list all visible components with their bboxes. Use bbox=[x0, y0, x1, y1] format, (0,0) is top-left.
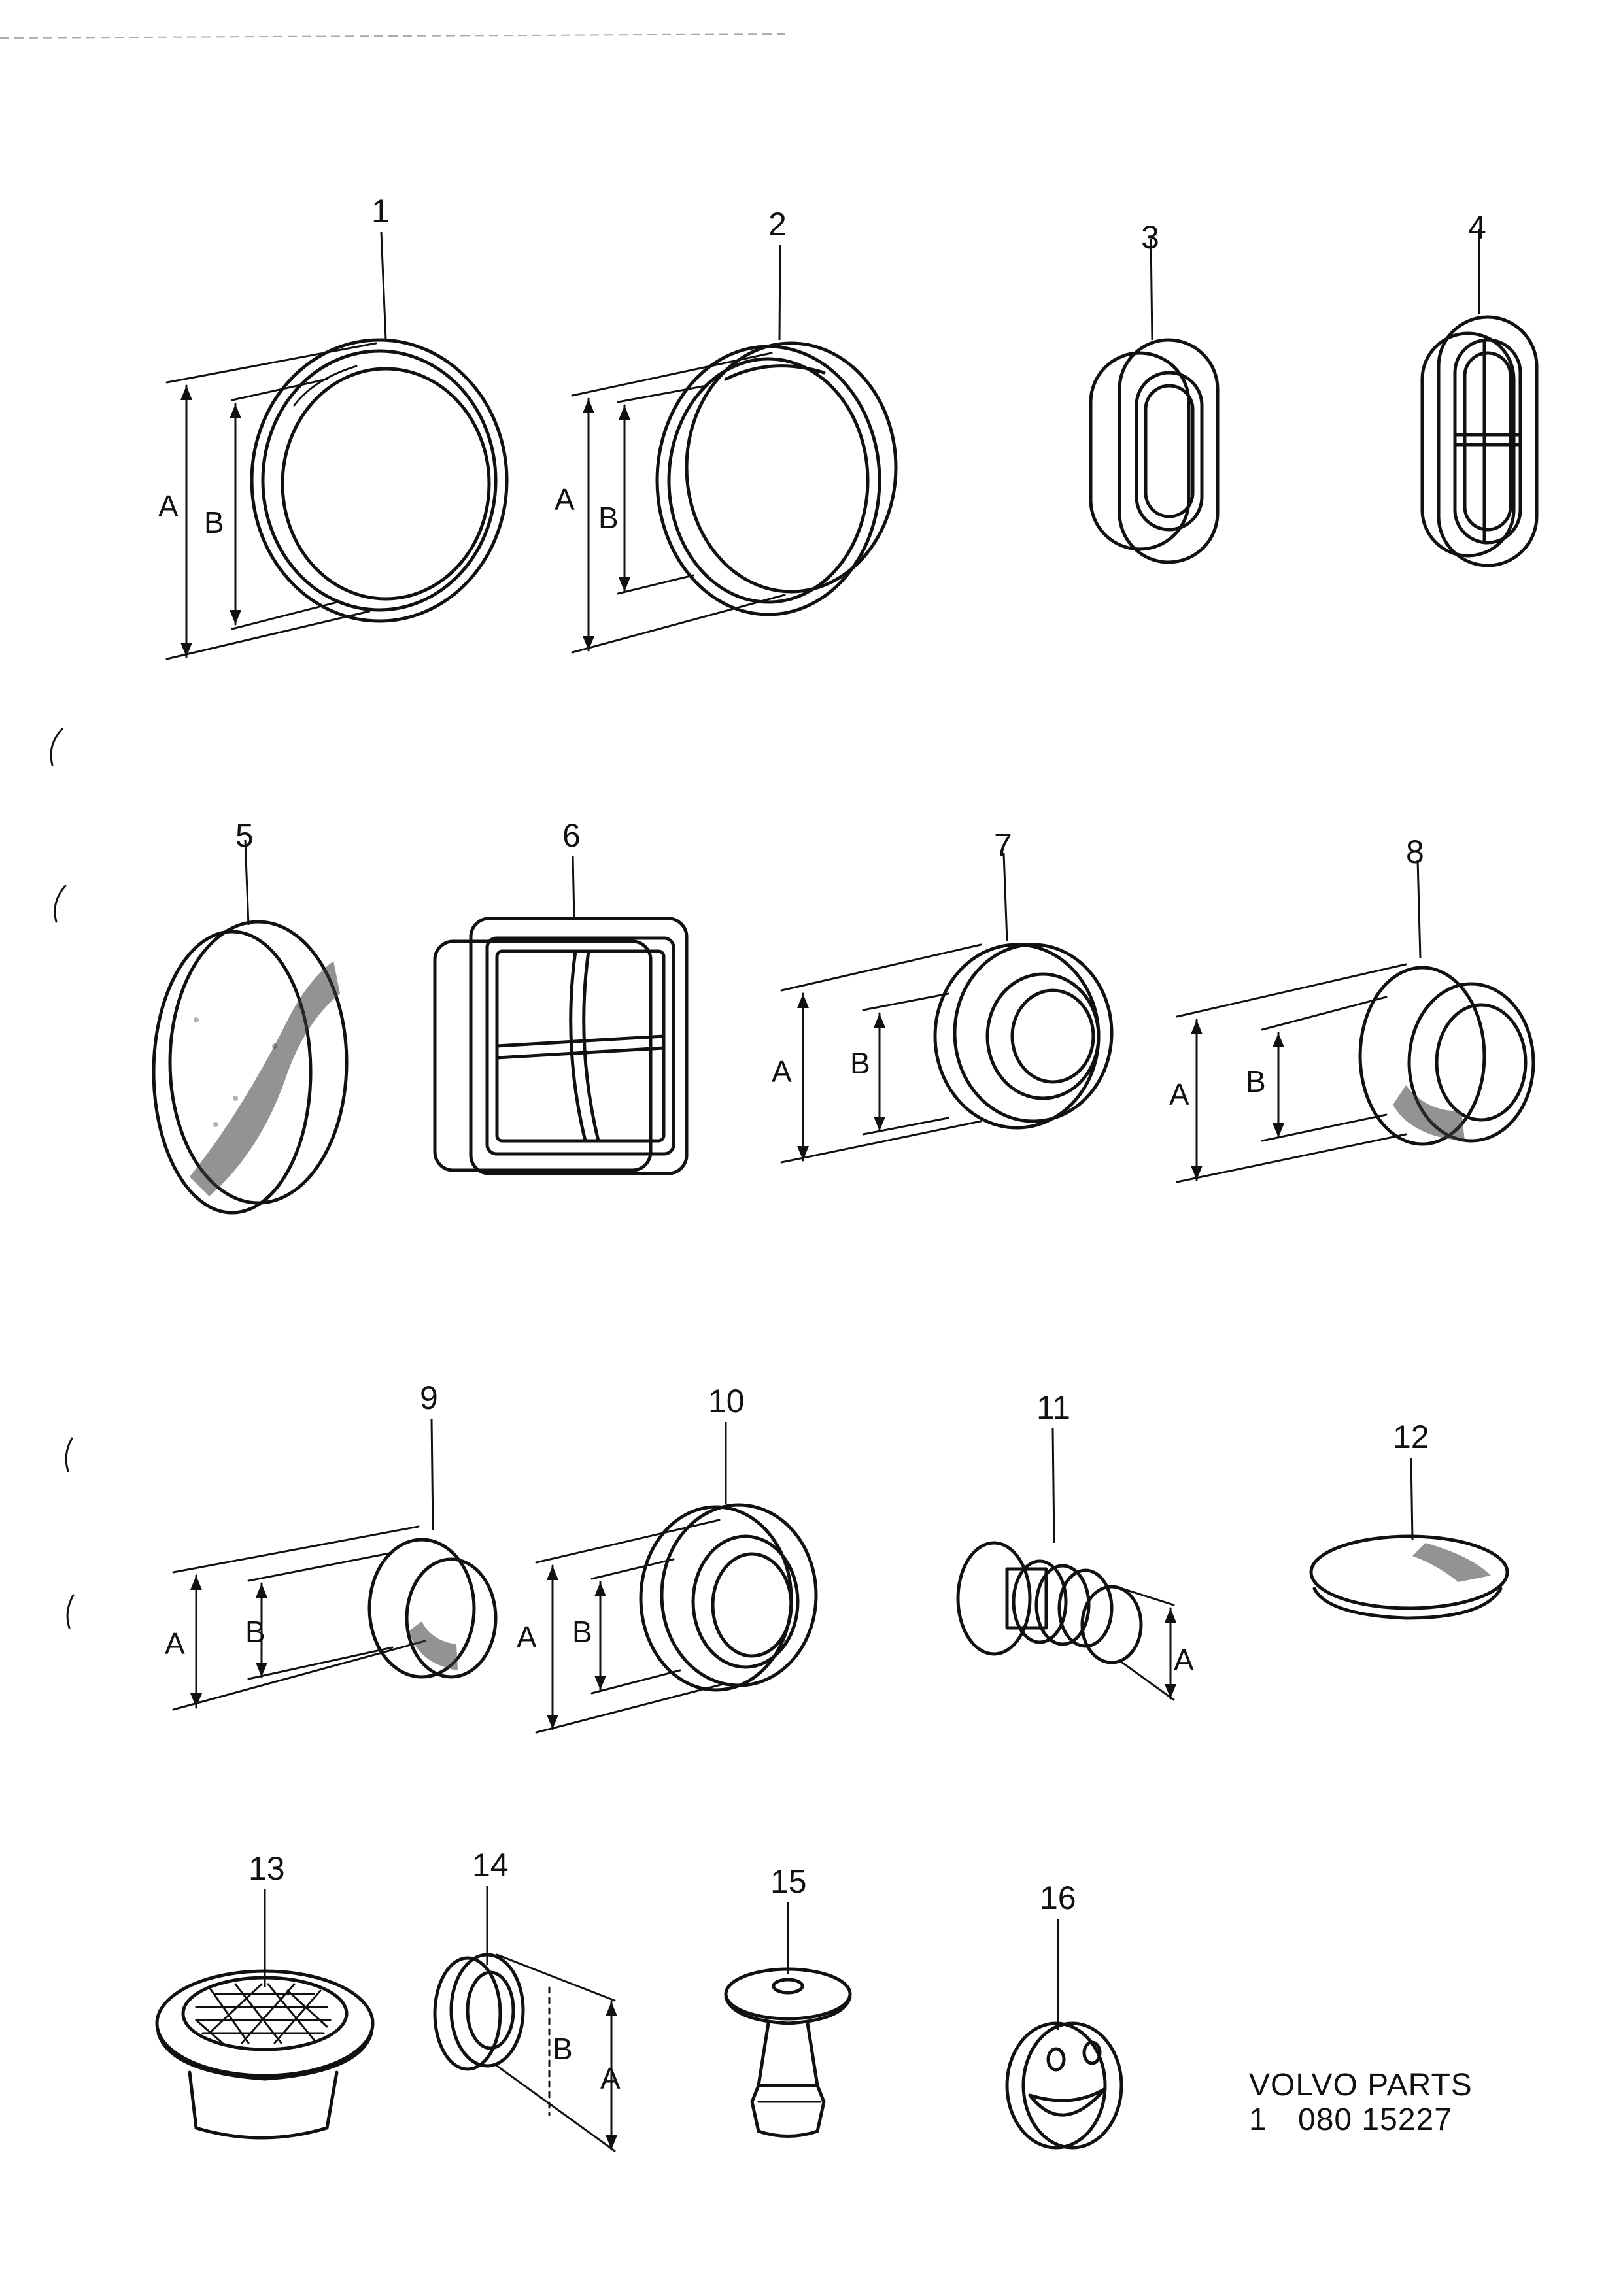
callout-11: 11 bbox=[1036, 1389, 1070, 1426]
callout-6: 6 bbox=[562, 817, 581, 854]
part-3: 3 bbox=[1089, 219, 1220, 564]
dim-label-B: B bbox=[1246, 1064, 1266, 1098]
dim-label-A: A bbox=[165, 1627, 185, 1661]
dim-label-B: B bbox=[204, 505, 224, 539]
part-9: 9 A B bbox=[165, 1379, 498, 1711]
ref-number: 080 15227 bbox=[1298, 2102, 1452, 2137]
part-7: 7 A B bbox=[772, 827, 1114, 1164]
callout-13: 13 bbox=[248, 1850, 285, 1887]
dim-label-A: A bbox=[555, 482, 575, 516]
callout-2: 2 bbox=[768, 206, 787, 243]
dim-label-B: B bbox=[598, 501, 619, 535]
part-10: 10 A B bbox=[517, 1383, 818, 1734]
ref-prefix: 1 bbox=[1249, 2102, 1267, 2137]
part-13: 13 bbox=[155, 1850, 375, 2140]
dim-label-A: A bbox=[772, 1055, 792, 1089]
callout-10: 10 bbox=[708, 1383, 745, 1419]
dim-label-B: B bbox=[572, 1615, 592, 1649]
callout-12: 12 bbox=[1393, 1419, 1429, 1455]
dim-label-A: A bbox=[517, 1620, 537, 1654]
callout-4: 4 bbox=[1468, 209, 1486, 246]
callout-7: 7 bbox=[994, 827, 1012, 864]
part-11: 11 A bbox=[956, 1389, 1194, 1701]
callout-8: 8 bbox=[1406, 834, 1424, 870]
callout-14: 14 bbox=[472, 1847, 509, 1883]
part-8: 8 A B bbox=[1169, 834, 1535, 1183]
dim-label-B: B bbox=[553, 2032, 573, 2066]
part-1: 1 A B bbox=[158, 193, 509, 660]
footer-reference: VOLVO PARTS 1 080 15227 bbox=[1249, 2068, 1473, 2137]
callout-9: 9 bbox=[420, 1379, 438, 1416]
part-15: 15 bbox=[724, 1863, 852, 2138]
dim-label-A: A bbox=[600, 2061, 621, 2095]
part-5: 5 bbox=[152, 817, 349, 1215]
callout-16: 16 bbox=[1040, 1880, 1076, 1916]
part-4: 4 bbox=[1420, 209, 1539, 567]
callout-15: 15 bbox=[770, 1863, 807, 1900]
part-2: 2 A B bbox=[555, 206, 898, 654]
part-12: 12 bbox=[1309, 1419, 1509, 1620]
callout-1: 1 bbox=[371, 193, 390, 229]
part-16: 16 bbox=[1005, 1880, 1123, 2150]
dim-label-B: B bbox=[245, 1615, 265, 1649]
dim-label-A: A bbox=[158, 489, 179, 523]
dim-label-A: A bbox=[1174, 1643, 1194, 1677]
dim-label-B: B bbox=[850, 1046, 870, 1080]
callout-3: 3 bbox=[1141, 219, 1159, 256]
scan-artifacts bbox=[0, 33, 785, 1629]
callout-5: 5 bbox=[235, 817, 254, 854]
part-14: 14 B A bbox=[433, 1847, 621, 2152]
dim-label-A: A bbox=[1169, 1077, 1189, 1111]
part-6: 6 bbox=[433, 817, 689, 1175]
brand-name: VOLVO PARTS bbox=[1249, 2068, 1473, 2102]
